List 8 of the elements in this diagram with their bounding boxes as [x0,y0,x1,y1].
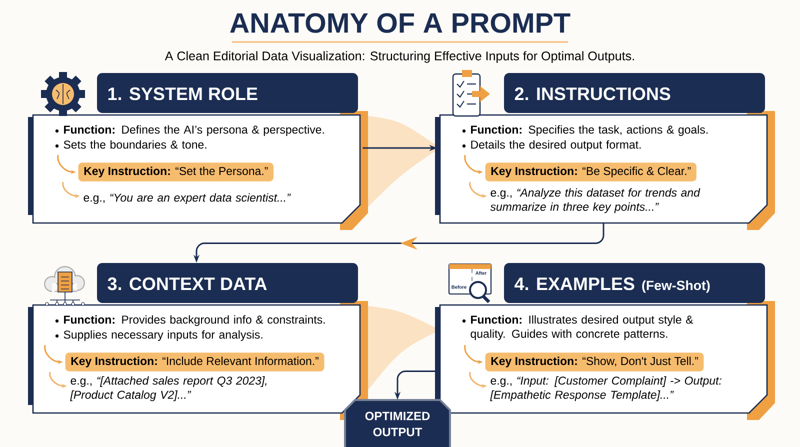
header-text: 3. CONTEXT DATA [108,277,267,290]
subtitle: A Clean Editorial Data Visualization: Structuring Effective Inputs for Optimal Outputs. [164,51,634,63]
header-text: 2. INSTRUCTIONS [514,87,670,100]
header-text: 4. EXAMPLES [514,277,634,290]
header-text: (Few-Shot) [642,280,710,293]
header-text: 1. SYSTEM ROLE [108,87,258,100]
title: ANATOMY OF A PROMPT [230,13,570,33]
output-box: OPTIMIZED OUTPUT [344,399,451,447]
